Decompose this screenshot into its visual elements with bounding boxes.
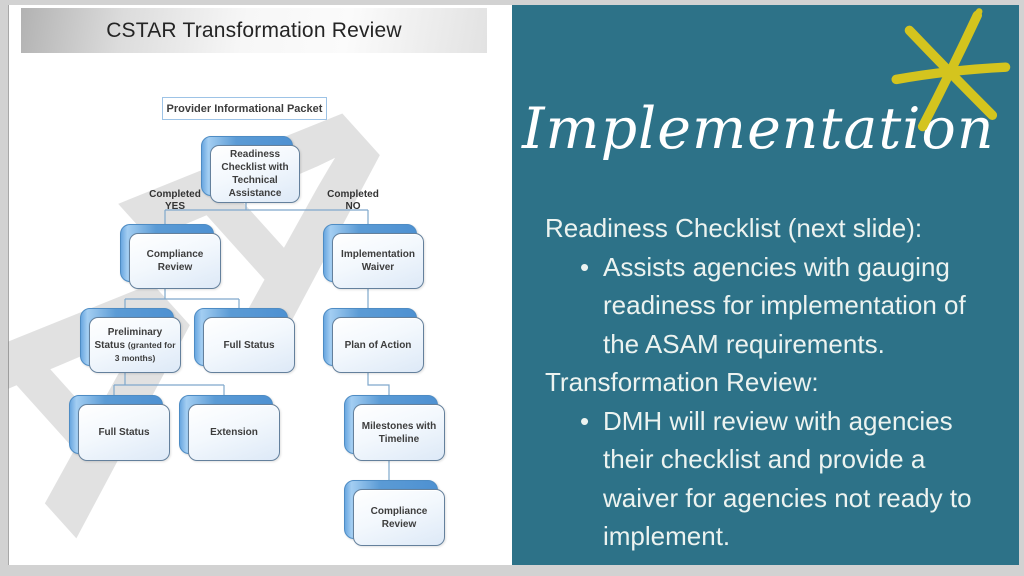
asterisk-star-icon [891, 8, 1011, 132]
slide-title: CSTAR Transformation Review [106, 18, 402, 42]
flow-node-full-status: Full Status [194, 308, 295, 373]
bullet-text: DMH will review with agencies their chec… [603, 405, 972, 552]
bullet-item: • DMH will review with agencies their che… [545, 402, 997, 556]
flow-node-compliance-review: Compliance Review [120, 224, 221, 289]
bullet-item: • Assists agencies with gauging readiness… [545, 248, 997, 364]
branch-label-completed-yes: Completed YES [149, 189, 201, 212]
branch-label-completed-no: Completed NO [327, 189, 379, 212]
body-heading: Transformation Review: [545, 367, 819, 397]
flow-node-extension: Extension [179, 395, 280, 461]
provider-informational-packet-label: Provider Informational Packet [166, 102, 323, 115]
flow-node-label: Milestones with Timeline [353, 404, 445, 461]
flow-node-label: Full Status [78, 404, 170, 461]
flow-node-label: Compliance Review [129, 233, 221, 289]
flow-node-label: Compliance Review [353, 489, 445, 546]
flow-node-label: Plan of Action [332, 317, 424, 373]
flow-node-label: Implementation Waiver [332, 233, 424, 289]
slide-title-bar: CSTAR Transformation Review [21, 8, 487, 53]
flow-node-preliminary-status: Preliminary Status (granted for 3 months… [80, 308, 181, 373]
flow-node-label: Full Status [203, 317, 295, 373]
flowchart-panel [8, 5, 513, 565]
flow-node-implementation-waiver: Implementation Waiver [323, 224, 424, 289]
bullet-marker: • [580, 405, 590, 436]
flow-node-label: Readiness Checklist with Technical Assis… [210, 145, 300, 203]
body-heading: Readiness Checklist (next slide): [545, 213, 923, 243]
flow-node-milestones-with-timeline: Milestones with Timeline [344, 395, 445, 461]
flow-node-compliance-review-2: Compliance Review [344, 480, 445, 546]
flow-node-full-status-2: Full Status [69, 395, 170, 461]
bullet-text: Assists agencies with gauging readiness … [603, 251, 966, 359]
flow-node-readiness-checklist: Readiness Checklist with Technical Assis… [201, 136, 300, 203]
flow-node-label: Preliminary Status (granted for 3 months… [89, 317, 181, 373]
right-panel-body: Readiness Checklist (next slide): • Assist… [545, 209, 997, 556]
flow-node-plan-of-action: Plan of Action [323, 308, 424, 373]
right-panel-title: Implementation [522, 96, 995, 162]
bullet-marker: • [580, 251, 590, 282]
flow-node-label: Extension [188, 404, 280, 461]
provider-informational-packet-box: Provider Informational Packet [162, 97, 327, 120]
